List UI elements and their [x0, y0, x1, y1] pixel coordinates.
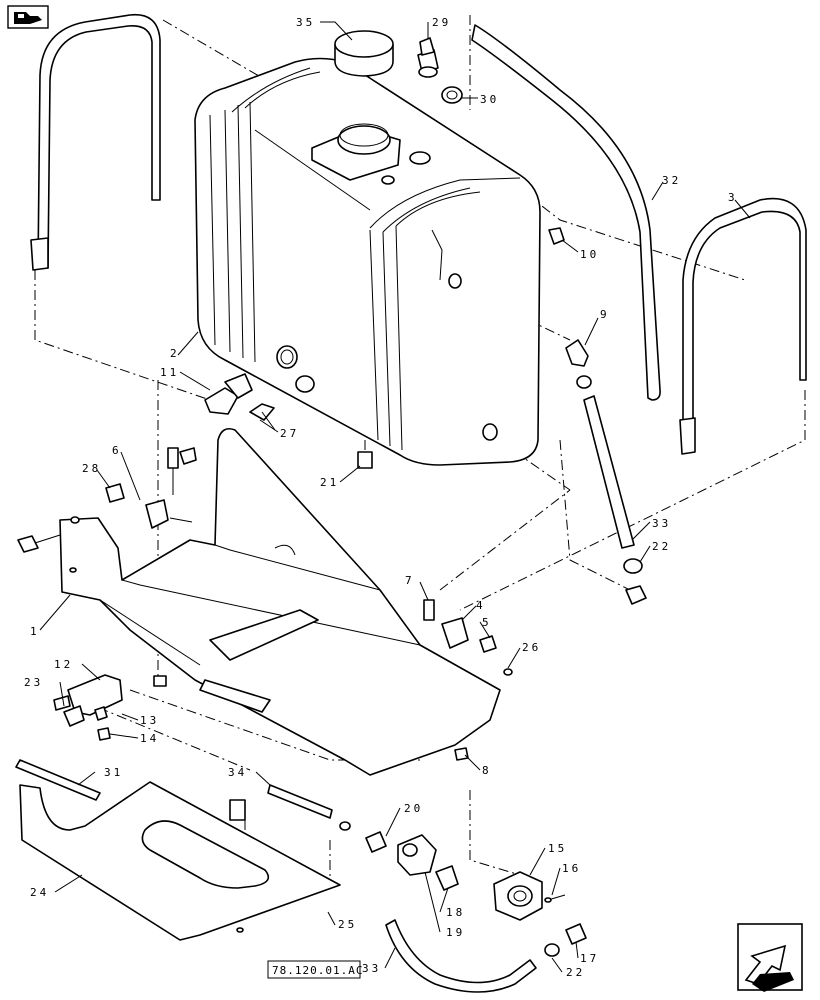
- callout-17: 17: [580, 952, 599, 965]
- callout-27: 27: [280, 427, 299, 440]
- callout-21: 21: [320, 476, 339, 489]
- bolt-vertical-1: [167, 447, 179, 495]
- callout-35: 35: [296, 16, 315, 29]
- callout-30: 30: [480, 93, 499, 106]
- clamp-22-lower: [544, 943, 560, 957]
- callout-14: 14: [140, 732, 159, 745]
- hose-32: [471, 24, 661, 401]
- filter-15: [493, 871, 543, 921]
- screw-7: [423, 599, 435, 621]
- callout-4: 4: [476, 599, 486, 612]
- callout-11: 11: [160, 366, 179, 379]
- callout-33-upper: 33: [652, 517, 671, 530]
- callout-3: 3: [728, 191, 738, 204]
- nipple-21: [357, 451, 373, 469]
- callout-23: 23: [24, 676, 43, 689]
- callout-31: 31: [104, 766, 123, 779]
- callout-8: 8: [482, 764, 492, 777]
- book-hand-icon[interactable]: [7, 5, 49, 29]
- callout-18: 18: [446, 906, 465, 919]
- callout-20: 20: [404, 802, 423, 815]
- callout-29: 29: [432, 16, 451, 29]
- callout-2: 2: [170, 347, 180, 360]
- callout-labels: 35 29 30 32 3 10 9 2 11 27 21 6 28 1 7 4…: [24, 16, 738, 979]
- bolt-5: [479, 635, 497, 653]
- mounting-bracket: [59, 427, 501, 776]
- next-page-arrow-icon[interactable]: [737, 923, 803, 992]
- callout-7: 7: [405, 574, 415, 587]
- callout-5: 5: [482, 616, 492, 629]
- callout-33-lower: 33: [362, 962, 381, 975]
- figure-reference-text: 78.120.01.AC: [272, 964, 363, 977]
- figure-reference: 78.120.01.AC: [267, 960, 363, 979]
- bolt-28: [105, 483, 125, 503]
- callout-22-lower: 22: [566, 966, 585, 979]
- hose-33-upper: [583, 395, 635, 549]
- callout-34: 34: [228, 766, 247, 779]
- clamp-22-upper: [623, 558, 647, 605]
- callout-13: 13: [140, 714, 159, 727]
- callout-22-upper: 22: [652, 540, 671, 553]
- clip-6: [145, 499, 193, 529]
- nut-26: [503, 668, 513, 676]
- callout-10: 10: [580, 248, 599, 261]
- tank-strap-left: [30, 13, 161, 271]
- fitting-17: [565, 923, 587, 945]
- callout-15: 15: [548, 842, 567, 855]
- callout-19: 19: [446, 926, 465, 939]
- clip-4: [441, 617, 469, 649]
- elbow-fitting-9: [565, 339, 592, 389]
- hose-34: [267, 784, 351, 831]
- callout-26: 26: [522, 641, 541, 654]
- hose-33-lower: [385, 919, 537, 993]
- valve-12: [53, 674, 123, 741]
- bolt-left: [17, 534, 61, 553]
- callout-9: 9: [600, 308, 610, 321]
- callout-25: 25: [338, 918, 357, 931]
- barb-fitting-11: [204, 373, 253, 415]
- bolt-27: [249, 403, 276, 431]
- filler-cap: [334, 30, 394, 77]
- callout-12: 12: [54, 658, 73, 671]
- cover-plate: [19, 781, 341, 941]
- callout-32: 32: [662, 174, 681, 187]
- leader-lines: [39, 21, 751, 973]
- hose-clamp-30: [441, 86, 463, 104]
- hydraulic-tank: [194, 57, 541, 466]
- callout-28: 28: [82, 462, 101, 475]
- tee-fitting-19: [397, 834, 437, 876]
- breather-fitting: [417, 37, 439, 78]
- callout-16: 16: [562, 862, 581, 875]
- fitting-18: [435, 865, 459, 891]
- callout-1: 1: [30, 625, 40, 638]
- fitting-20: [365, 831, 387, 853]
- tank-strap-right: [679, 197, 807, 455]
- pin-16: [544, 894, 566, 903]
- nut-bottom-left: [153, 675, 167, 687]
- nut-8: [454, 747, 469, 761]
- callout-6: 6: [112, 444, 122, 457]
- callout-24: 24: [30, 886, 49, 899]
- elbow-fitting-10: [548, 227, 565, 245]
- nut-near-27: [179, 447, 197, 465]
- rod-31: [15, 759, 101, 801]
